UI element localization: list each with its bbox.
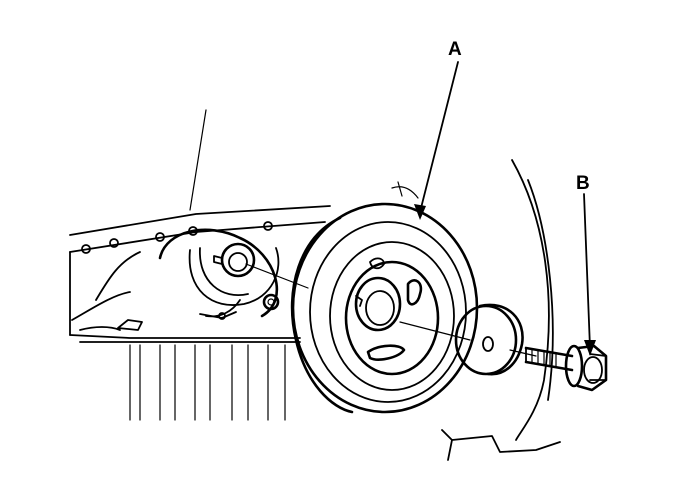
leader-line-b xyxy=(583,193,591,349)
body-contour xyxy=(391,159,561,461)
callout-a: A xyxy=(414,39,462,220)
leader-line-a xyxy=(419,61,459,213)
arrowhead-a xyxy=(414,204,426,220)
washer xyxy=(454,303,524,376)
crankshaft-pulley xyxy=(290,202,479,414)
engine-block xyxy=(69,109,331,421)
callout-b: B xyxy=(576,173,596,356)
shaft-axis-line xyxy=(245,263,309,289)
label-b: B xyxy=(576,173,590,194)
pulley-bolt xyxy=(524,344,608,392)
arrowhead-b xyxy=(584,340,596,356)
label-a: A xyxy=(448,39,462,60)
oil-seal-housing xyxy=(158,228,280,318)
